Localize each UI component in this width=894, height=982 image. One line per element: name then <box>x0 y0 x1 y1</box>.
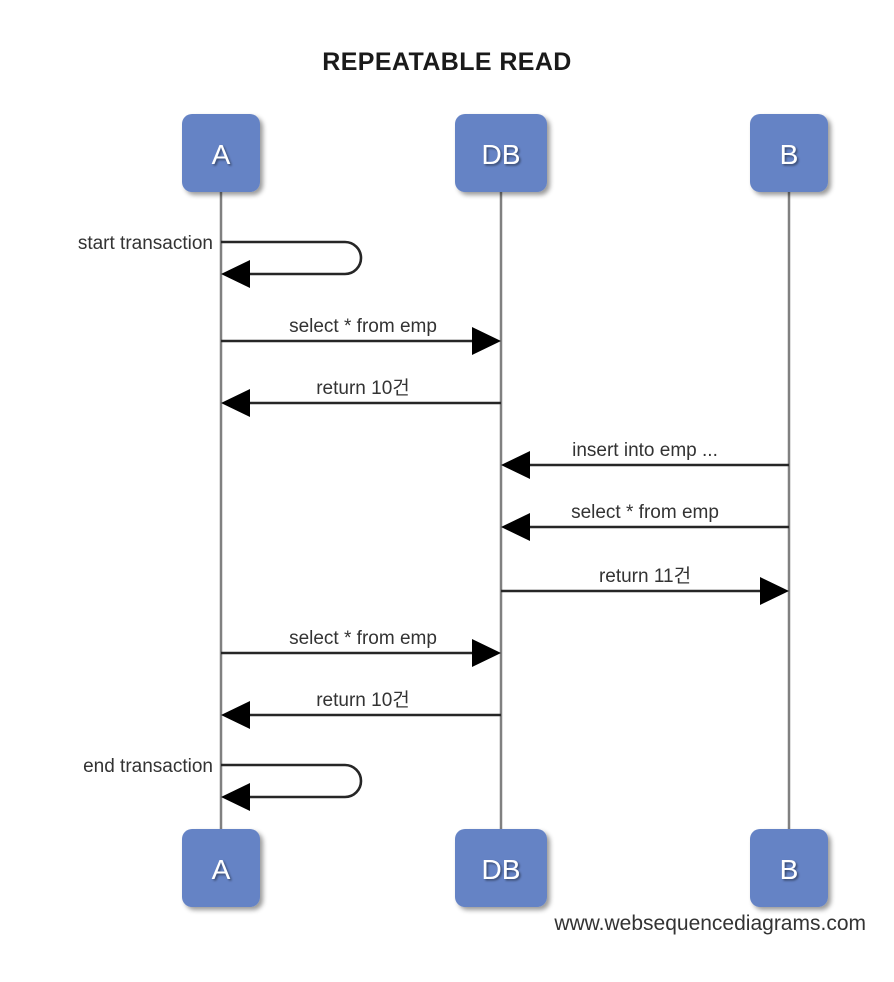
message-label-select-emp-2: select * from emp <box>571 502 719 523</box>
participant-box-db-bottom[interactable] <box>455 829 547 907</box>
participant-label-b: B <box>780 139 799 170</box>
participant-box-b-bottom[interactable] <box>750 829 828 907</box>
participant-box-b[interactable] <box>750 114 828 192</box>
message-arrowhead-select-emp-1 <box>472 327 501 355</box>
participant-top-b[interactable]: B <box>750 114 828 192</box>
participant-label-db: DB <box>482 139 521 170</box>
message-select-emp-3[interactable]: select * from emp <box>221 628 501 667</box>
participant-top-db[interactable]: DB <box>455 114 547 192</box>
message-arrowhead-return-10-2 <box>221 701 250 729</box>
message-line-start-transaction <box>221 240 363 276</box>
message-arrowhead-select-emp-2 <box>501 513 530 541</box>
message-arrowhead-return-11 <box>760 577 789 605</box>
participant-box-db[interactable] <box>455 114 547 192</box>
message-label-select-emp-3: select * from emp <box>289 628 437 649</box>
participant-top-a[interactable]: A <box>182 114 260 192</box>
message-label-insert-emp: insert into emp ... <box>572 440 718 461</box>
message-insert-emp[interactable]: insert into emp ... <box>501 440 789 479</box>
message-label-return-10-2: return 10건 <box>316 689 410 711</box>
message-end-transaction[interactable]: end transaction <box>83 756 363 811</box>
message-label-return-10-1: return 10건 <box>316 377 410 399</box>
participant-label-db-bottom: DB <box>482 854 521 885</box>
message-arrowhead-insert-emp <box>501 451 530 479</box>
message-label-end-transaction: end transaction <box>83 756 213 777</box>
lifelines <box>219 192 791 836</box>
participant-bottom-db[interactable]: DB <box>455 829 547 907</box>
message-return-10-1[interactable]: return 10건 <box>221 377 501 417</box>
participants-top: A DB B <box>182 114 828 192</box>
participant-bottom-a[interactable]: A <box>182 829 260 907</box>
participant-box-a[interactable] <box>182 114 260 192</box>
footer-watermark: www.websequencediagrams.com <box>553 912 866 935</box>
message-arrowhead-return-10-1 <box>221 389 250 417</box>
participant-label-a: A <box>212 139 231 170</box>
message-return-11[interactable]: return 11건 <box>501 565 789 605</box>
page-title: REPEATABLE READ <box>322 48 572 76</box>
message-line-end-transaction <box>221 763 363 799</box>
message-label-return-11: return 11건 <box>599 565 691 587</box>
message-label-select-emp-1: select * from emp <box>289 316 437 337</box>
participants-bottom: A DB B <box>182 829 828 907</box>
participant-box-a-bottom[interactable] <box>182 829 260 907</box>
participant-label-b-bottom: B <box>780 854 799 885</box>
message-arrowhead-end-transaction <box>221 783 250 811</box>
message-arrowhead-start-transaction <box>221 260 250 288</box>
message-start-transaction[interactable]: start transaction <box>78 233 363 288</box>
message-select-emp-1[interactable]: select * from emp <box>221 316 501 355</box>
participant-bottom-b[interactable]: B <box>750 829 828 907</box>
participant-label-a-bottom: A <box>212 854 231 885</box>
message-arrowhead-select-emp-3 <box>472 639 501 667</box>
message-return-10-2[interactable]: return 10건 <box>221 689 501 729</box>
message-label-start-transaction: start transaction <box>78 233 213 254</box>
message-select-emp-2[interactable]: select * from emp <box>501 502 789 541</box>
